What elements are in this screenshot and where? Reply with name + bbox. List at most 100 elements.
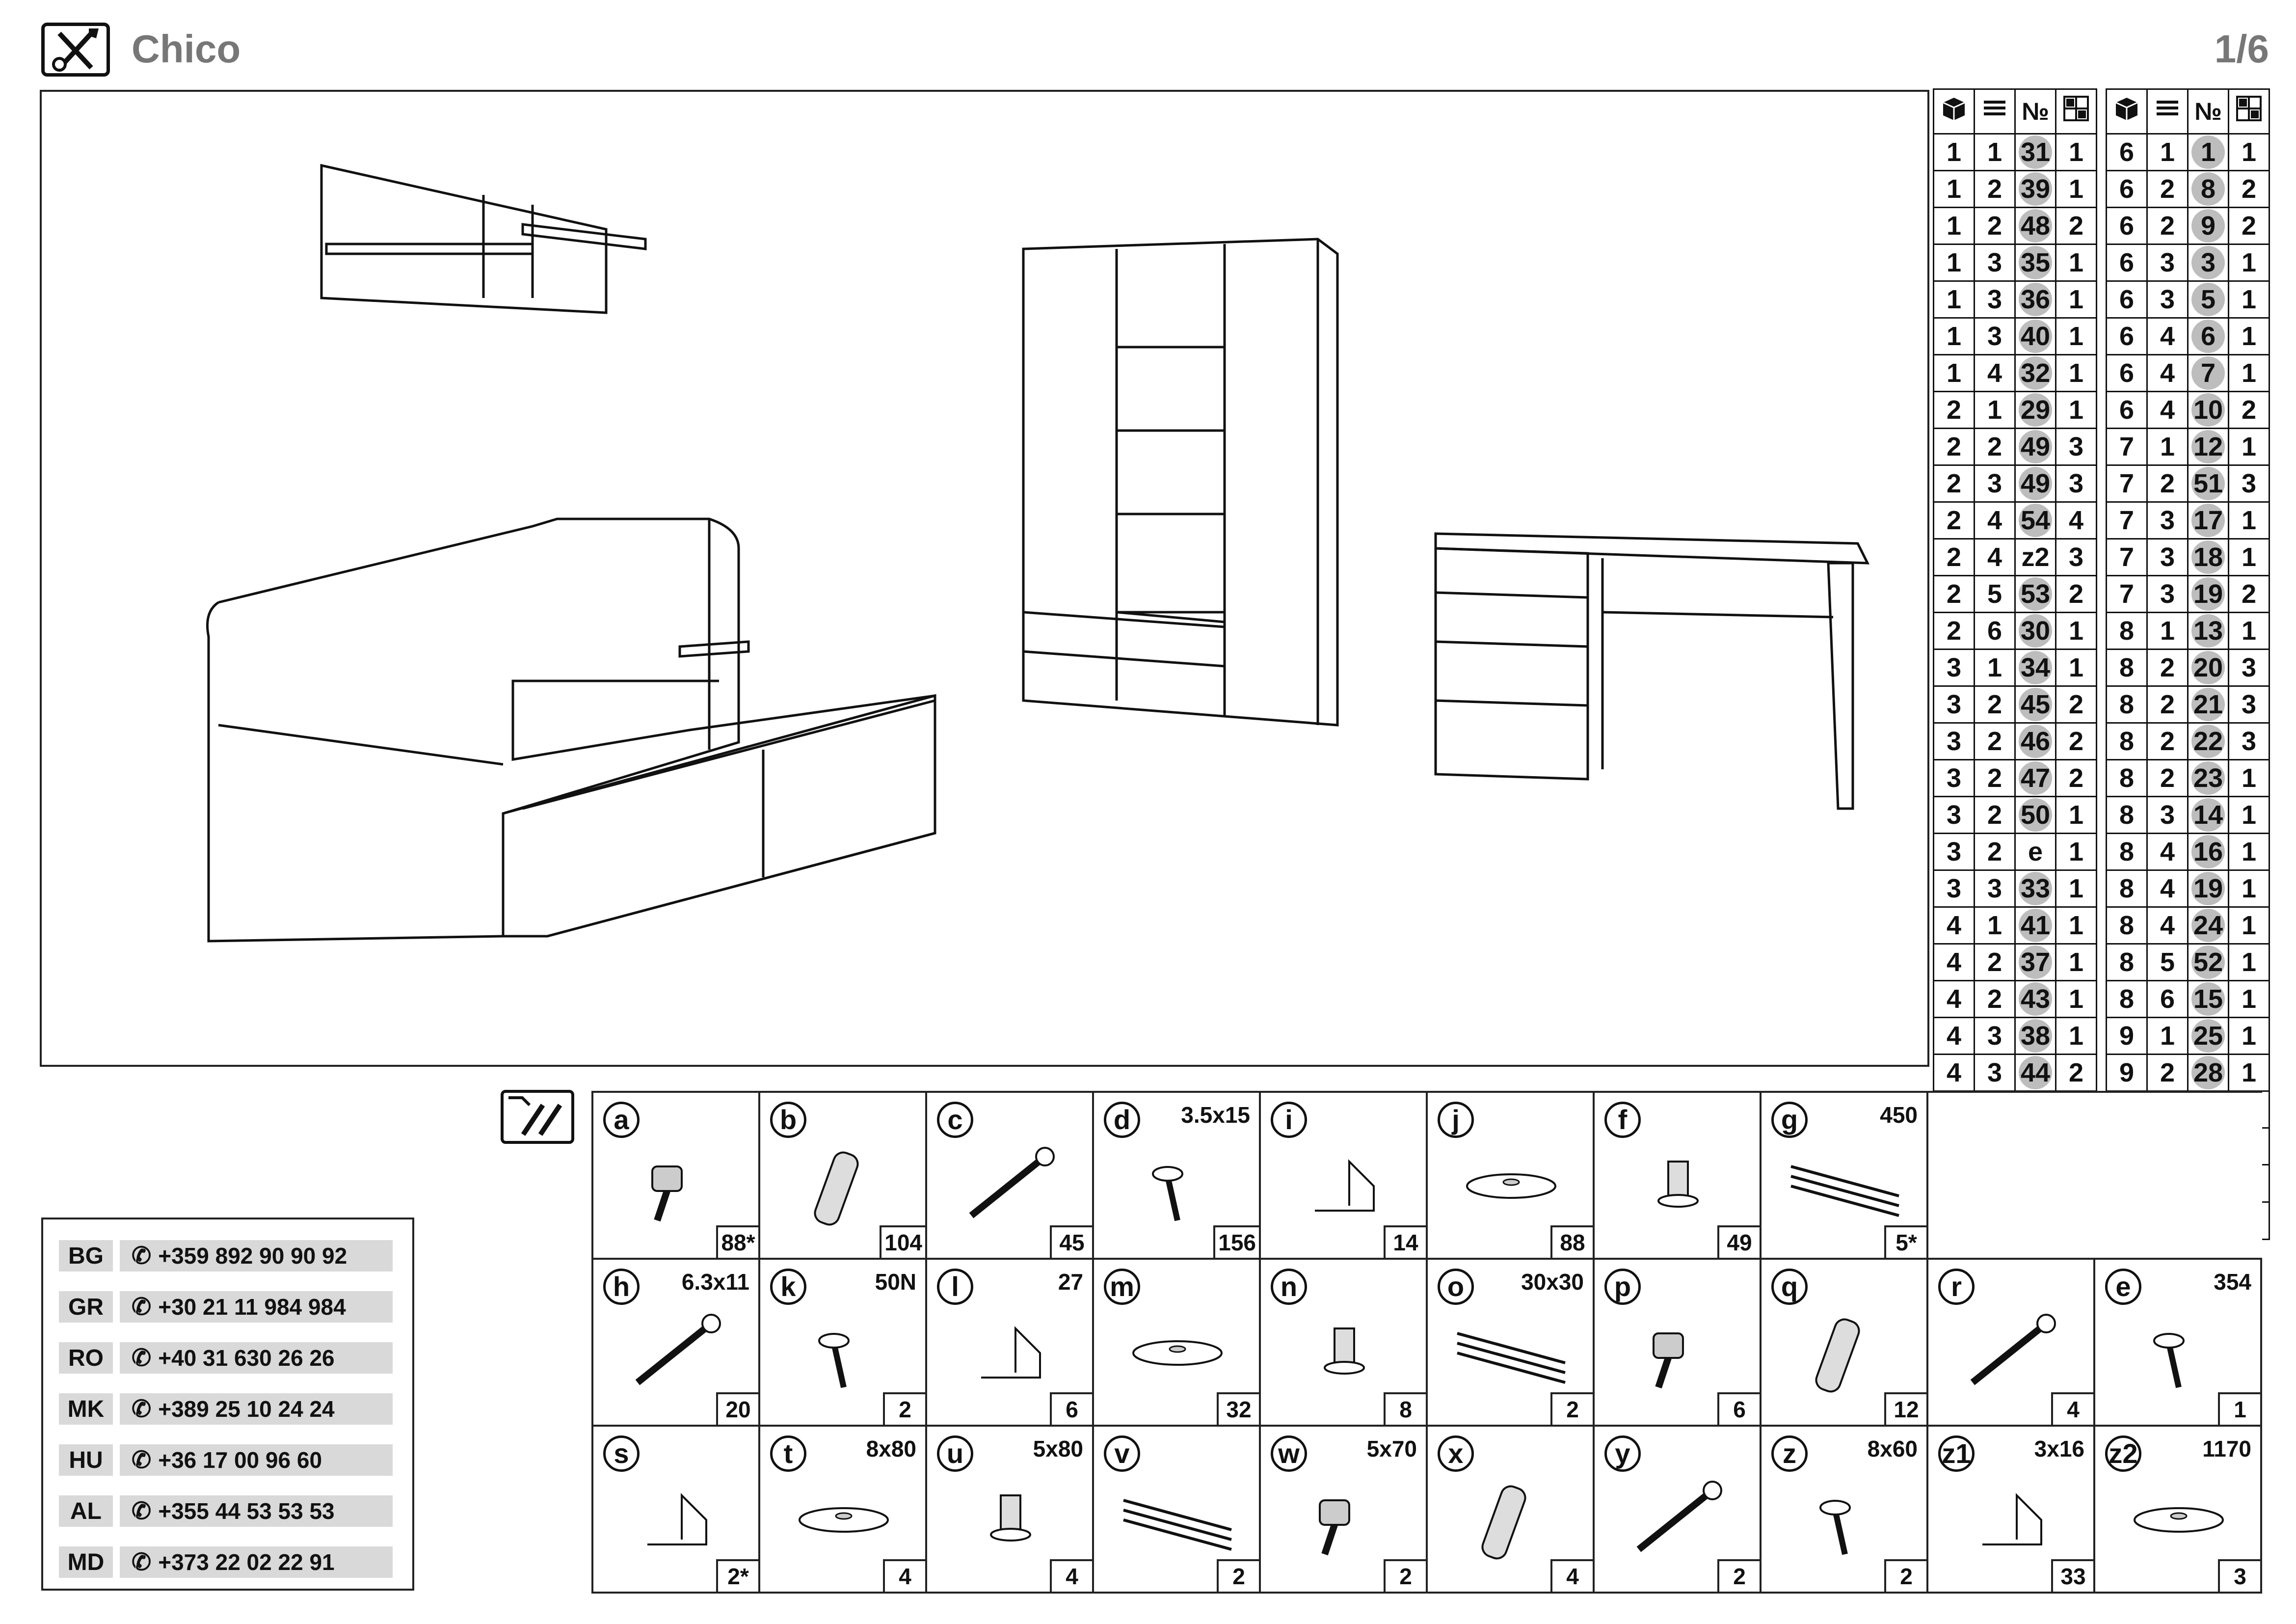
- part-number: 19: [2187, 575, 2229, 613]
- box-number: 4: [1933, 980, 1975, 1018]
- hardware-letter: y: [1604, 1435, 1641, 1472]
- hardware-letter: x: [1438, 1435, 1474, 1472]
- hardware-illustration: [1819, 1500, 1851, 1555]
- part-number-value: 32: [2019, 356, 2052, 390]
- part-number: 37: [2014, 943, 2056, 981]
- phone-number: +30 21 11 984 984: [158, 1294, 346, 1320]
- part-number: 20: [2187, 649, 2229, 687]
- box-number: 3: [1933, 869, 1975, 908]
- part-count: 1: [2055, 391, 2097, 429]
- pack-number: 2: [2146, 649, 2189, 687]
- part-number: 50: [2014, 796, 2056, 834]
- pack-number: 5: [1974, 575, 2016, 613]
- hardware-letter: j: [1438, 1102, 1474, 1138]
- part-count: 1: [2055, 833, 2097, 871]
- pack-number: 3: [2146, 796, 2189, 834]
- pack-number: 3: [2146, 280, 2189, 319]
- hardware-letter: q: [1771, 1269, 1808, 1305]
- contact-row: AL ✆+355 44 53 53 53: [59, 1495, 393, 1527]
- part-count: 2: [2228, 207, 2270, 245]
- pack-number: 3: [2146, 538, 2189, 576]
- part-number: e: [2014, 833, 2056, 871]
- hardware-spec: 5x80: [1033, 1436, 1083, 1462]
- part-count: 1: [2055, 943, 2097, 981]
- bed-drawing: [206, 517, 936, 943]
- box-number: 9: [2106, 1054, 2148, 1092]
- part-count: 1: [2055, 869, 2097, 908]
- part-number: 3: [2187, 244, 2229, 282]
- part-number-value: 45: [2019, 688, 2052, 721]
- phone-field: ✆+36 17 00 96 60: [120, 1444, 393, 1476]
- hardware-illustration: [1324, 1327, 1365, 1375]
- hardware-illustration: [1970, 1314, 2056, 1385]
- box-number: 6: [2106, 391, 2148, 429]
- part-count: 3: [2228, 649, 2270, 687]
- hardware-illustration: [818, 1333, 850, 1388]
- part-count: 1: [2228, 538, 2270, 576]
- hardware-illustration: [1152, 1166, 1183, 1221]
- hardware-illustration: [1315, 1159, 1375, 1212]
- part-number-value: e: [2028, 837, 2043, 866]
- pack-number: 3: [1974, 317, 2016, 355]
- part-number: 44: [2014, 1054, 2056, 1092]
- part-number: 43: [2014, 980, 2056, 1018]
- part-count: 4: [2055, 501, 2097, 540]
- hardware-quantity: 2: [1717, 1559, 1760, 1592]
- part-number-value: 30: [2019, 614, 2052, 648]
- country-code: MK: [59, 1393, 113, 1425]
- part-number-value: 51: [2191, 467, 2225, 500]
- part-number-value: 31: [2019, 135, 2052, 169]
- part-number-value: 19: [2191, 872, 2225, 905]
- box-number: 9: [2106, 1017, 2148, 1055]
- box-number: 2: [1933, 612, 1975, 650]
- part-number-value: 20: [2191, 651, 2225, 684]
- pack-number: 2: [1974, 428, 2016, 466]
- hardware-illustration: [799, 1507, 889, 1533]
- part-number-value: 6: [2191, 320, 2225, 353]
- hardware-letter: g: [1771, 1102, 1808, 1138]
- part-number-value: 16: [2191, 835, 2225, 868]
- grid-icon: [2055, 88, 2097, 135]
- box-number: 2: [1933, 428, 1975, 466]
- phone-icon: ✆: [132, 1549, 152, 1575]
- hardware-quantity: 45: [1050, 1225, 1092, 1258]
- part-number: 34: [2014, 649, 2056, 687]
- box-number: 7: [2106, 428, 2148, 466]
- part-number-value: 38: [2019, 1019, 2052, 1053]
- part-number: 9: [2187, 207, 2229, 245]
- part-number: 48: [2014, 207, 2056, 245]
- part-number-value: 19: [2191, 577, 2225, 611]
- hardware-quantity: 8: [1384, 1392, 1426, 1425]
- part-number-value: 12: [2191, 430, 2225, 463]
- hardware-illustration: [647, 1493, 707, 1545]
- hardware-illustration: [1653, 1332, 1684, 1389]
- pack-number: 6: [1974, 612, 2016, 650]
- pack-number: 3: [2146, 501, 2189, 540]
- box-number: 7: [2106, 538, 2148, 576]
- box-number: 6: [2106, 317, 2148, 355]
- pack-number: 4: [1974, 501, 2016, 540]
- contact-row: RO ✆+40 31 630 26 26: [59, 1342, 393, 1374]
- hardware-letter: z2: [2105, 1435, 2141, 1472]
- hardware-quantity: 104: [880, 1225, 925, 1258]
- part-number-value: 54: [2019, 504, 2052, 537]
- part-number-value: 15: [2191, 982, 2225, 1016]
- hardware-letter: w: [1271, 1435, 1307, 1472]
